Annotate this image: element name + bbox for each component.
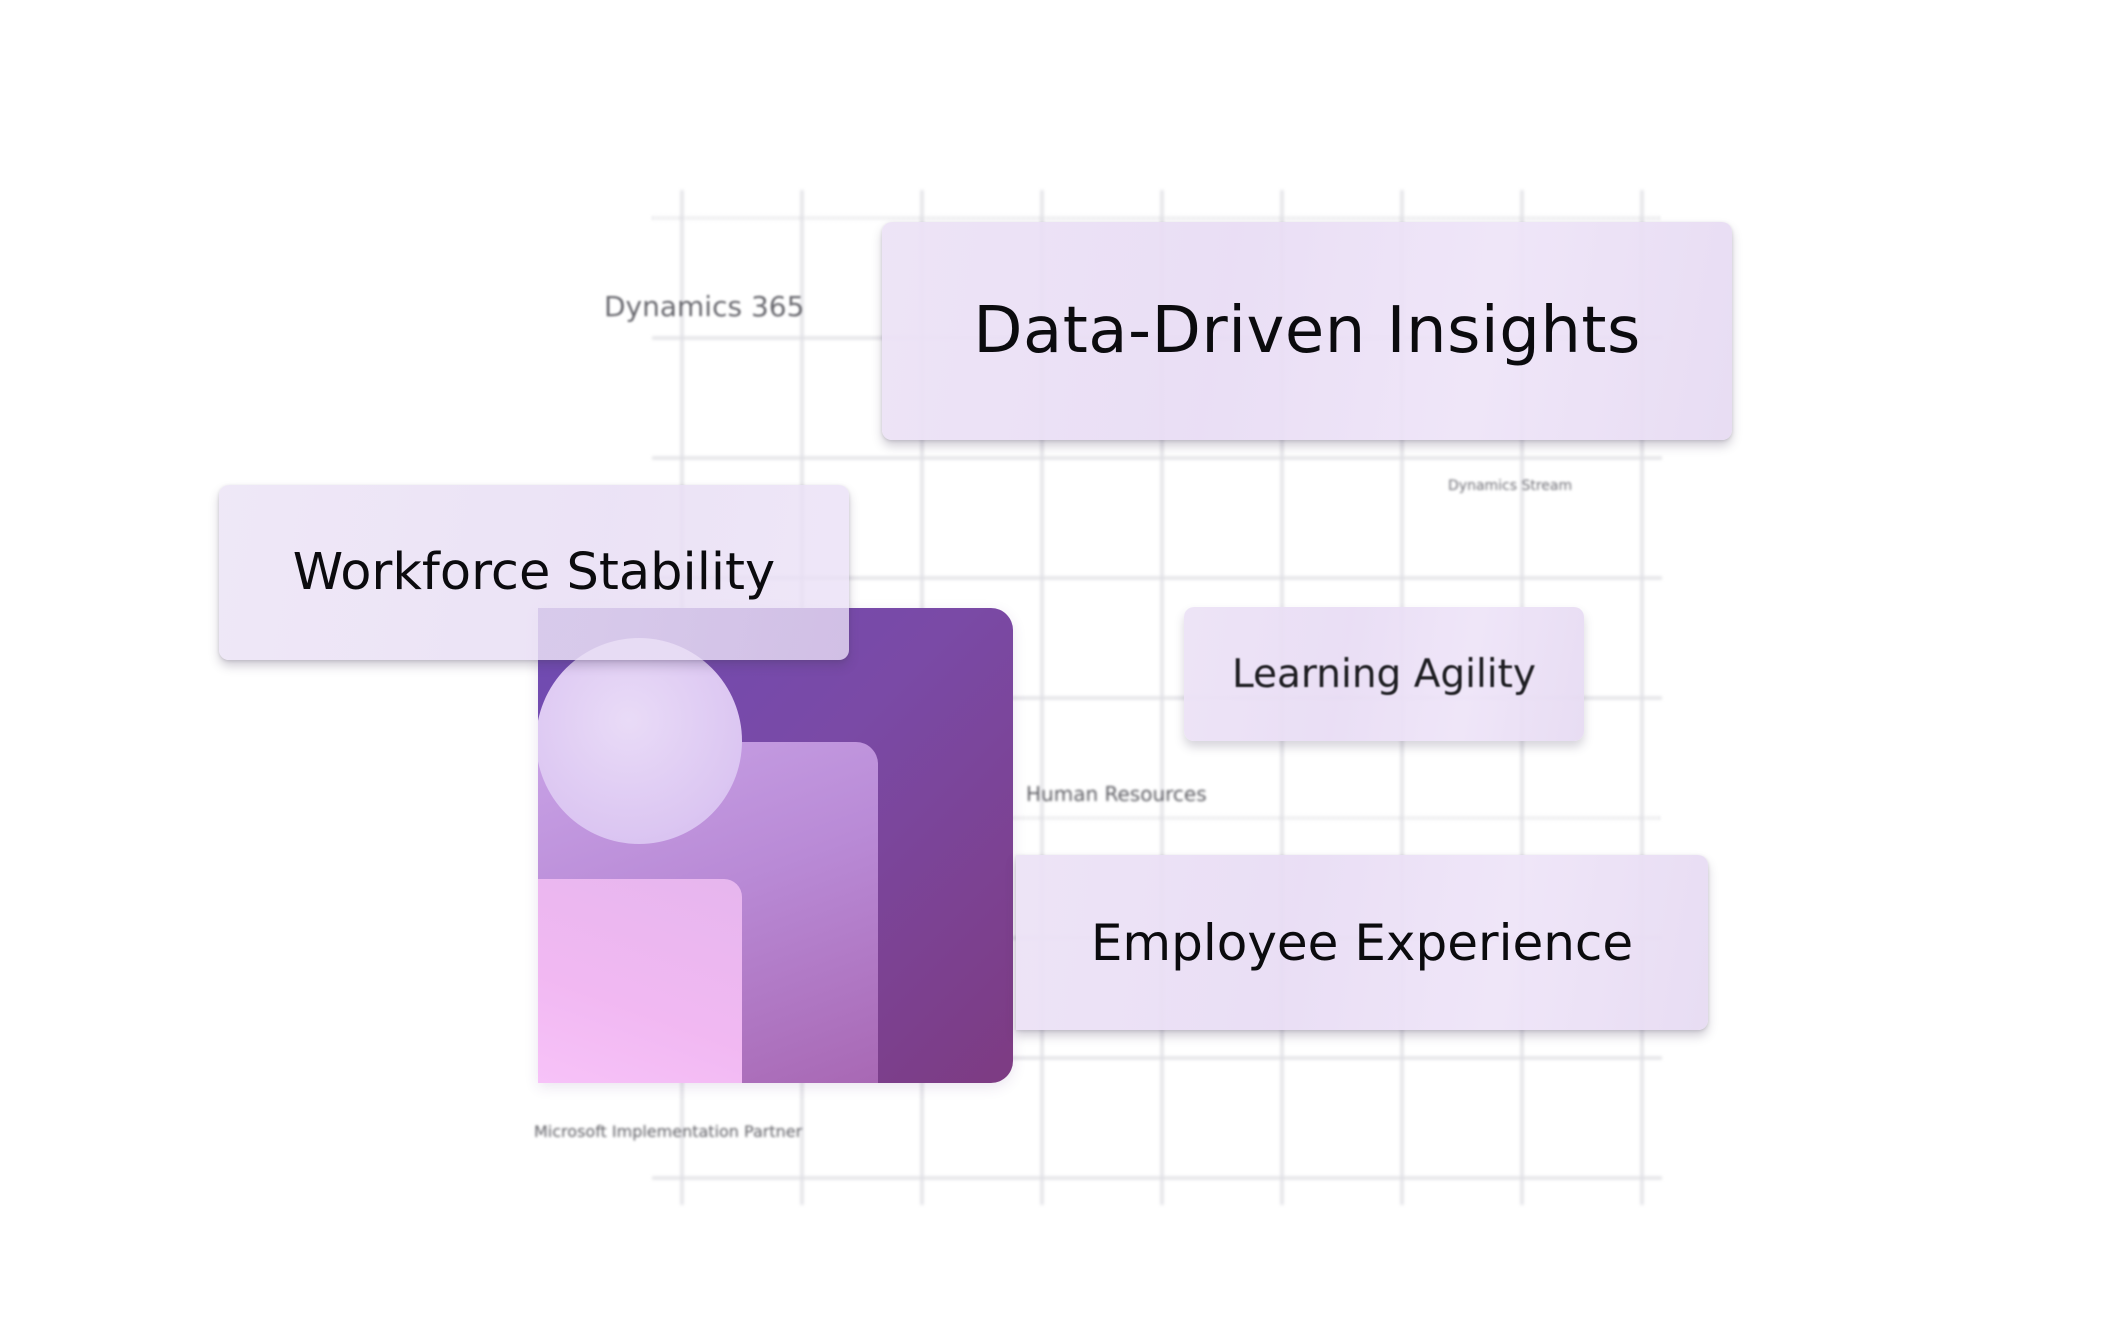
logo-head-circle (538, 638, 742, 844)
human-resources-label: Human Resources (1026, 782, 1207, 806)
employee-experience-label: Employee Experience (1090, 913, 1634, 972)
workforce-stability-label: Workforce Stability (292, 543, 776, 602)
learning-agility-card: Learning Agility (1184, 607, 1584, 741)
dynamics-365-human-resources-icon (538, 608, 1013, 1083)
data-driven-insights-label: Data-Driven Insights (973, 294, 1641, 368)
workforce-stability-card: Workforce Stability (219, 485, 849, 660)
logo-base-shape (538, 879, 742, 1083)
data-driven-insights-card: Data-Driven Insights (882, 222, 1732, 440)
employee-experience-card: Employee Experience (1016, 855, 1708, 1030)
learning-agility-label: Learning Agility (1231, 651, 1537, 697)
dynamics-365-label: Dynamics 365 (604, 290, 805, 323)
dynamics-stream-label: Dynamics Stream (1448, 478, 1573, 494)
partner-label: Microsoft Implementation Partner (534, 1122, 803, 1141)
